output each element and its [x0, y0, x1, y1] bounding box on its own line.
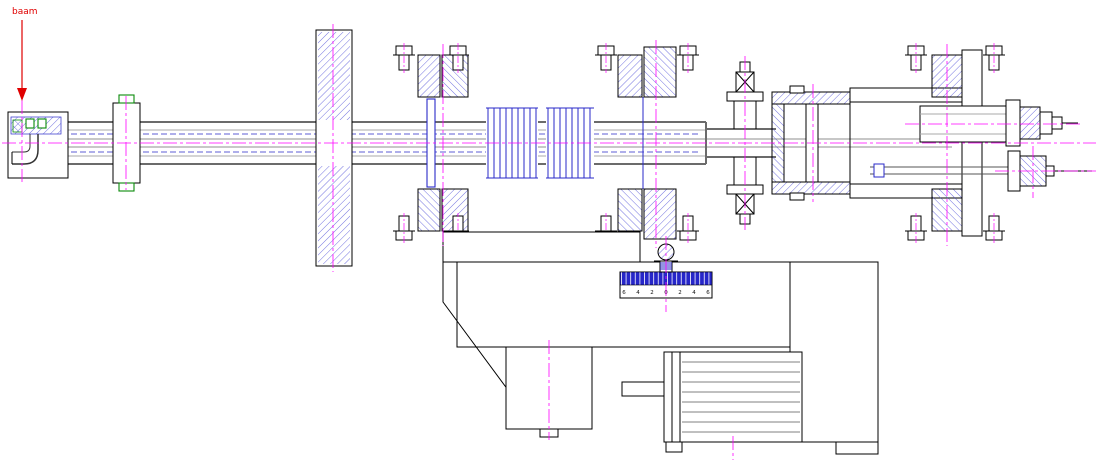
beam-annotation: baam	[12, 7, 38, 101]
bolt	[676, 42, 700, 74]
feedthrough-connector-top	[919, 99, 1078, 147]
fastener-green	[118, 182, 135, 192]
bolt	[904, 212, 928, 244]
bolt	[904, 42, 928, 74]
scale-tick-label: 6	[706, 290, 710, 296]
scale-tick-label: 2	[678, 290, 682, 296]
shaft-coupling	[621, 381, 665, 397]
scale-tick-label: 2	[650, 290, 654, 296]
bolt	[676, 212, 700, 244]
frame-foot	[835, 441, 879, 455]
bolt	[392, 212, 416, 244]
motor-frame	[789, 261, 879, 443]
fastener-green	[118, 94, 135, 104]
beam-label: baam	[12, 7, 38, 17]
bolt	[594, 42, 618, 74]
flange-joint-right	[594, 42, 700, 244]
flange-joint-left	[392, 42, 470, 244]
support-structure	[442, 231, 879, 455]
entrance-head	[7, 111, 69, 179]
bolt-head	[789, 85, 805, 94]
bolt	[392, 42, 416, 74]
main-tube	[40, 121, 952, 165]
beam-direction-arrow	[17, 20, 27, 101]
centerlines	[2, 24, 1096, 460]
gusset	[442, 262, 509, 391]
scale-tick-label: 4	[692, 290, 696, 296]
scale-tick-label: 4	[636, 290, 640, 296]
bolt	[982, 42, 1006, 74]
fastener-green	[25, 118, 35, 129]
beam-elbow	[12, 134, 39, 165]
motor-body	[663, 351, 803, 453]
bolt-head	[789, 192, 805, 201]
bolt	[982, 212, 1006, 244]
scale-tick-label: 6	[622, 290, 626, 296]
mounting-flange	[315, 29, 353, 267]
fastener-green	[37, 118, 47, 129]
support-bracket	[442, 231, 641, 263]
